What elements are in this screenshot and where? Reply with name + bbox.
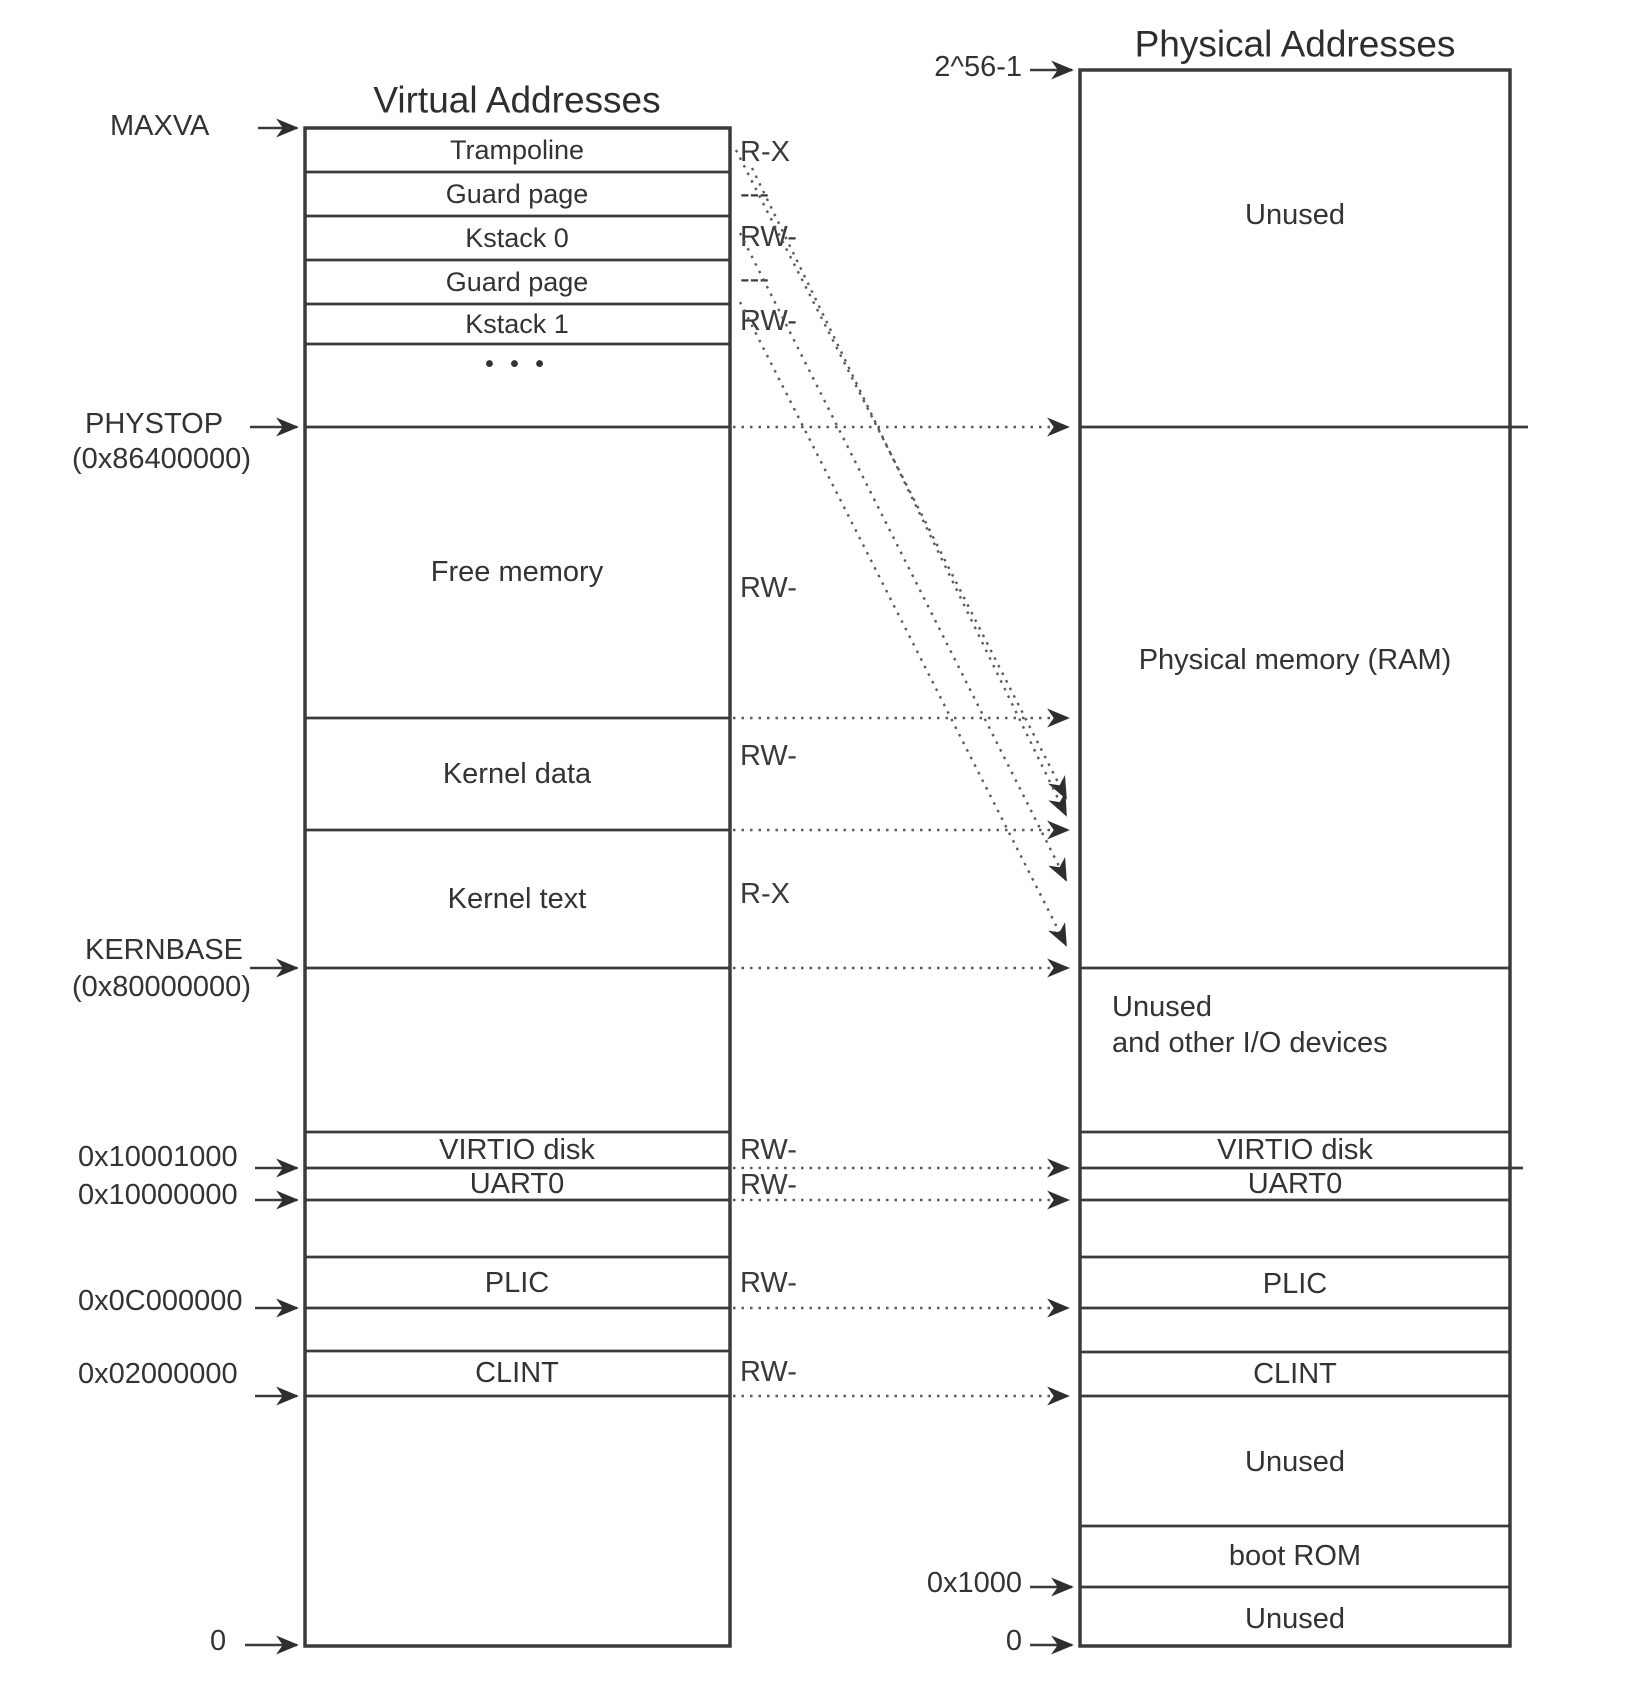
map-arrow-trampoline-diagonal — [734, 149, 1068, 800]
free-memory-label: Free memory — [431, 556, 604, 588]
plic-label-v: PLIC — [485, 1267, 549, 1299]
perm-virtio: RW- — [740, 1134, 797, 1166]
phys-top-label: 2^56-1 — [934, 51, 1022, 83]
map-arrow-trampoline-diagonal-2 — [750, 167, 1068, 817]
perm-plic: RW- — [740, 1267, 797, 1299]
guard-page-1-label: Guard page — [446, 179, 589, 209]
kernbase-label: KERNBASE — [85, 934, 243, 966]
map-arrow-kstack0-diagonal — [738, 232, 1068, 882]
virtual-zero-label: 0 — [210, 1625, 226, 1657]
perm-guard2: --- — [740, 263, 769, 295]
unused-io-label-line1: Unused — [1112, 991, 1212, 1023]
phystop-hex-label: (0x86400000) — [72, 443, 251, 475]
plic-label-p: PLIC — [1263, 1268, 1327, 1300]
perm-clint: RW- — [740, 1356, 797, 1388]
physical-addresses-title: Physical Addresses — [1135, 24, 1456, 65]
map-arrow-kstack1-diagonal — [738, 301, 1068, 947]
unused-mid-label: Unused — [1245, 1446, 1345, 1478]
addr-uart0-label: 0x10000000 — [78, 1179, 238, 1211]
unused-bottom-label: Unused — [1245, 1603, 1345, 1635]
phys-zero-label: 0 — [1006, 1625, 1022, 1657]
virtual-addresses-title: Virtual Addresses — [373, 80, 660, 121]
physical-column-box — [1078, 68, 1512, 1648]
kernbase-hex-label: (0x80000000) — [72, 971, 251, 1003]
physical-memory-ram-label: Physical memory (RAM) — [1139, 644, 1452, 676]
trampoline-label: Trampoline — [450, 135, 584, 165]
clint-label-v: CLINT — [475, 1357, 559, 1389]
addr-virtio-label: 0x10001000 — [78, 1141, 238, 1173]
kernel-data-label: Kernel data — [443, 758, 592, 790]
unused-top-label: Unused — [1245, 199, 1345, 231]
maxva-label: MAXVA — [110, 110, 210, 142]
perm-kstack1: RW- — [740, 305, 797, 337]
unused-io-label-line2: and other I/O devices — [1112, 1027, 1388, 1059]
perm-kernel-data: RW- — [740, 740, 797, 772]
clint-label-p: CLINT — [1253, 1358, 1337, 1390]
perm-kernel-text: R-X — [740, 878, 790, 910]
virtio-disk-label-p: VIRTIO disk — [1217, 1134, 1373, 1166]
kernel-text-label: Kernel text — [448, 883, 587, 915]
boot-rom-label: boot ROM — [1229, 1540, 1361, 1572]
kstack0-label: Kstack 0 — [465, 223, 569, 253]
boot-rom-addr-label: 0x1000 — [927, 1567, 1022, 1599]
perm-free-memory: RW- — [740, 572, 797, 604]
addr-clint-label: 0x02000000 — [78, 1358, 238, 1390]
perm-trampoline: R-X — [740, 136, 790, 168]
phystop-label: PHYSTOP — [85, 408, 223, 440]
ellipsis-dots: • • • — [485, 351, 549, 378]
guard-page-2-label: Guard page — [446, 267, 589, 297]
kstack1-label: Kstack 1 — [465, 309, 569, 339]
virtio-disk-label-v: VIRTIO disk — [439, 1134, 595, 1166]
uart0-label-p: UART0 — [1248, 1168, 1343, 1200]
perm-uart0: RW- — [740, 1169, 797, 1201]
uart0-label-v: UART0 — [470, 1168, 565, 1200]
virtual-column-box — [303, 126, 732, 1648]
perm-kstack0: RW- — [740, 221, 797, 253]
addr-plic-label: 0x0C000000 — [78, 1285, 242, 1317]
perm-guard1: --- — [740, 178, 769, 210]
